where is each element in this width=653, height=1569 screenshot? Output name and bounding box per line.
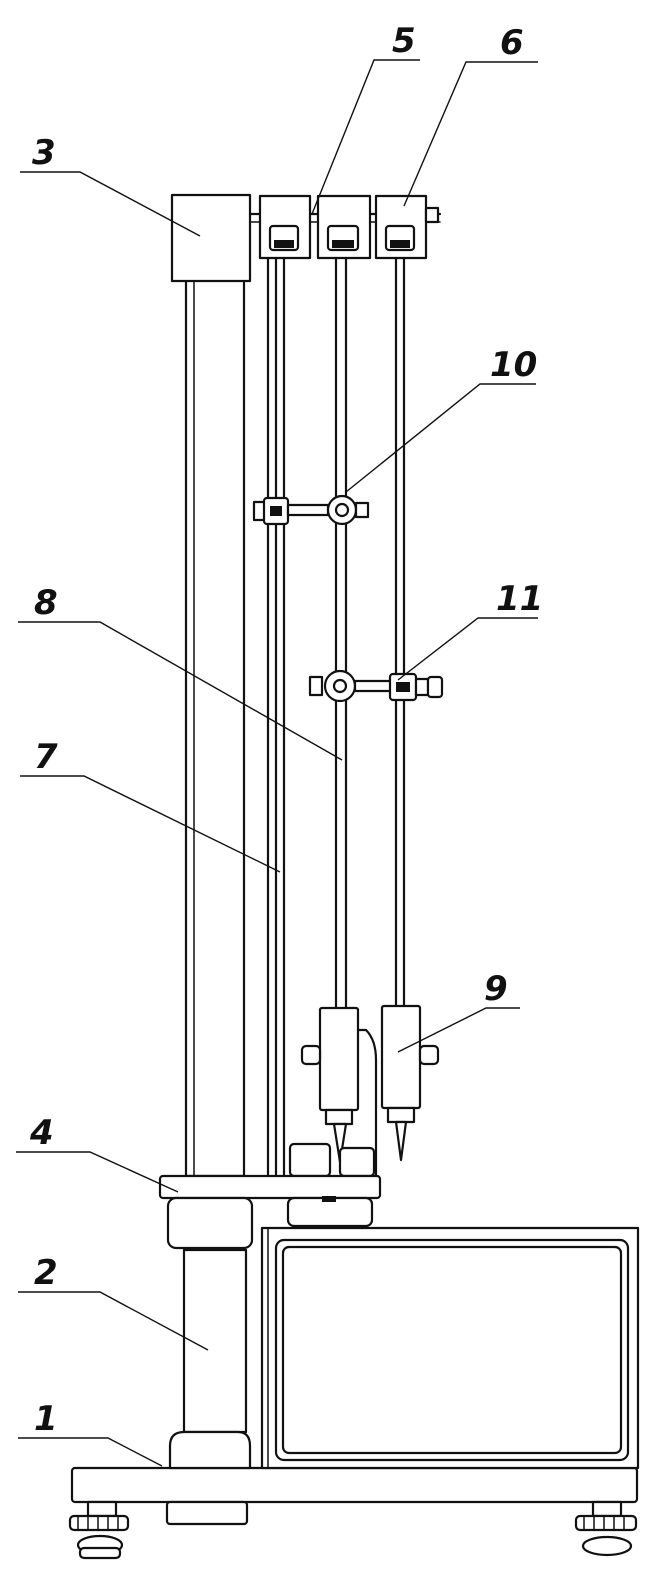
leader-9: [397, 1007, 520, 1053]
label-2: 2: [34, 1253, 58, 1293]
label-11: 11: [496, 579, 543, 619]
column-foot-block: [165, 1500, 249, 1526]
probe-holder-left: [300, 1006, 378, 1182]
leader-8: [18, 621, 343, 761]
label-9: 9: [484, 969, 508, 1009]
clamp-lower: [308, 669, 444, 703]
guide-rod-right: [394, 256, 406, 1012]
leader-lines: [16, 59, 538, 1467]
leader-2: [18, 1291, 209, 1351]
top-block: [170, 193, 252, 283]
label-1: 1: [34, 1399, 58, 1439]
label-4: 4: [29, 1113, 54, 1153]
label-3: 3: [32, 133, 56, 173]
label-8: 8: [34, 583, 58, 623]
guide-rod-middle: [334, 256, 348, 1012]
cabinet: [260, 1226, 640, 1470]
head-unit-right: [374, 194, 440, 260]
label-7: 7: [34, 737, 58, 777]
label-5: 5: [392, 21, 416, 61]
leader-7: [20, 775, 281, 873]
head-unit-left: [258, 194, 312, 260]
lower-column: [168, 1248, 252, 1470]
label-6: 6: [500, 23, 524, 63]
leader-11: [397, 617, 538, 681]
upper-column: [184, 276, 246, 1178]
leader-1: [18, 1437, 163, 1467]
label-10: 10: [490, 345, 537, 385]
labels: 1 2 3 4 5 6 7 8 9 10 11: [29, 21, 543, 1439]
right-foot: [574, 1500, 638, 1557]
leader-4: [16, 1151, 179, 1193]
leader-10: [345, 383, 536, 493]
probe-holder-right: [380, 1004, 440, 1162]
clamp-upper: [252, 494, 370, 526]
guide-rod-left: [266, 256, 286, 1178]
leader-5: [311, 59, 420, 215]
platform: [158, 1174, 382, 1250]
leader-3: [20, 171, 201, 237]
base-plate: [70, 1466, 639, 1504]
leader-6: [403, 61, 538, 207]
sample-cup: [288, 1142, 376, 1178]
head-unit-middle: [316, 194, 372, 260]
left-foot: [68, 1500, 130, 1560]
